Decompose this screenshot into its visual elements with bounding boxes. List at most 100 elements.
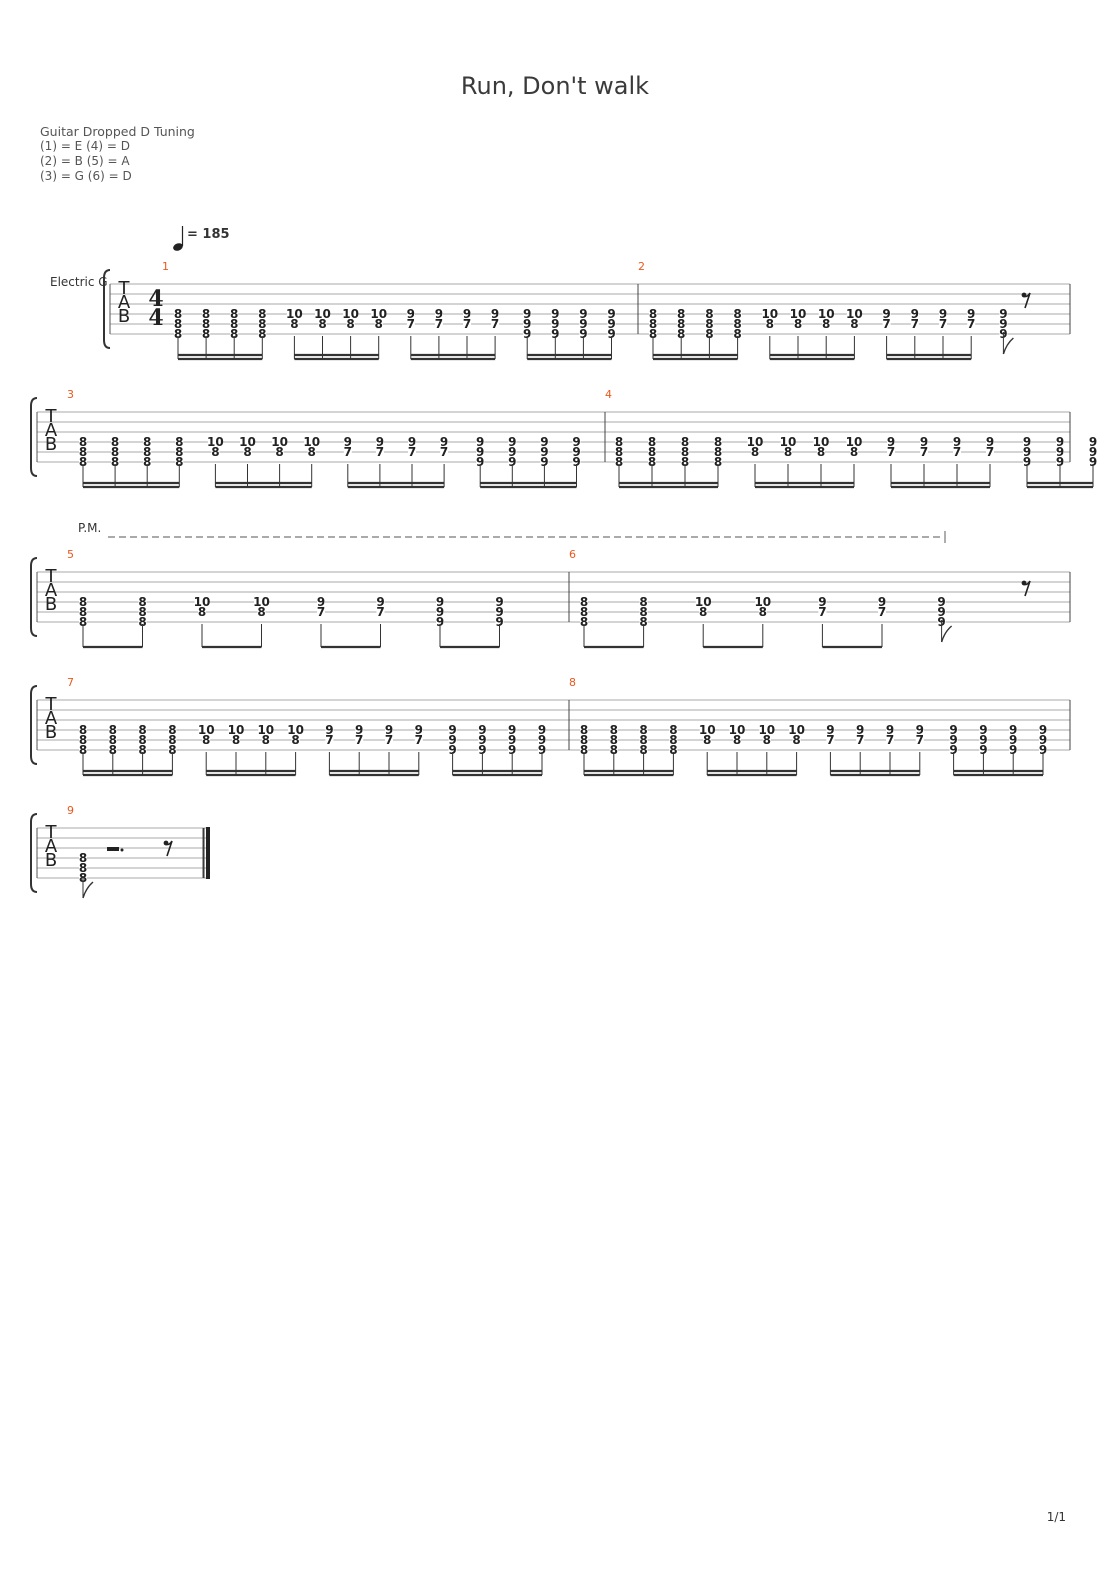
fret-number: 8 xyxy=(705,307,713,321)
fret-number: 7 xyxy=(325,733,333,747)
fret-number: 9 xyxy=(448,733,456,747)
fret-number: 8 xyxy=(615,445,623,459)
fret-number: 8 xyxy=(143,435,151,449)
fret-number: 8 xyxy=(766,317,774,331)
fret-number: 9 xyxy=(376,595,384,609)
tab-clef-letter: A xyxy=(45,580,58,601)
fret-number: 7 xyxy=(826,733,834,747)
fret-number: 8 xyxy=(850,445,858,459)
time-signature-digit: 4 xyxy=(148,305,163,331)
instrument-name: Electric G xyxy=(50,275,108,289)
final-barline xyxy=(206,827,210,879)
fret-number: 7 xyxy=(355,733,363,747)
fret-number: 9 xyxy=(1056,455,1064,469)
fret-number: 9 xyxy=(476,435,484,449)
eighth-rest-icon xyxy=(1021,580,1031,597)
fret-number: 9 xyxy=(317,595,325,609)
fret-number: 9 xyxy=(1039,733,1047,747)
fret-number: 9 xyxy=(476,445,484,459)
fret-number: 9 xyxy=(939,307,947,321)
fret-number: 8 xyxy=(138,615,146,629)
fret-number: 10 xyxy=(788,723,805,737)
quarter-note-icon xyxy=(173,243,183,251)
fret-number: 7 xyxy=(939,317,947,331)
fret-number: 8 xyxy=(143,455,151,469)
measure-number: 8 xyxy=(569,676,576,689)
fret-number: 8 xyxy=(109,723,117,737)
fret-number: 10 xyxy=(813,435,830,449)
fret-number: 10 xyxy=(314,307,331,321)
fret-number: 9 xyxy=(478,743,486,757)
fret-number: 8 xyxy=(817,445,825,459)
fret-number: 8 xyxy=(639,723,647,737)
fret-number: 8 xyxy=(291,733,299,747)
fret-number: 9 xyxy=(538,743,546,757)
fret-number: 9 xyxy=(355,723,363,737)
fret-number: 10 xyxy=(271,435,288,449)
fret-number: 8 xyxy=(669,723,677,737)
tab-clef-letter: B xyxy=(45,594,57,615)
fret-number: 9 xyxy=(1039,743,1047,757)
fret-number: 9 xyxy=(495,595,503,609)
fret-number: 9 xyxy=(523,307,531,321)
fret-number: 7 xyxy=(882,317,890,331)
fret-number: 8 xyxy=(258,317,266,331)
tuning-line-3: (3) = G (6) = D xyxy=(40,169,132,183)
fret-number: 9 xyxy=(579,327,587,341)
fret-number: 8 xyxy=(290,317,298,331)
tab-clef-letter: A xyxy=(45,836,58,857)
fret-number: 10 xyxy=(846,307,863,321)
fret-number: 8 xyxy=(109,733,117,747)
fret-number: 8 xyxy=(822,317,830,331)
fret-number: 9 xyxy=(540,435,548,449)
fret-number: 9 xyxy=(856,723,864,737)
fret-number: 9 xyxy=(508,733,516,747)
fret-number: 9 xyxy=(376,435,384,449)
fret-number: 7 xyxy=(916,733,924,747)
fret-number: 8 xyxy=(733,317,741,331)
fret-number: 8 xyxy=(705,327,713,341)
fret-number: 8 xyxy=(705,317,713,331)
fret-number: 7 xyxy=(953,445,961,459)
fret-number: 9 xyxy=(979,733,987,747)
palm-mute-label: P.M. xyxy=(78,521,101,535)
fret-number: 9 xyxy=(538,733,546,747)
fret-number: 9 xyxy=(916,723,924,737)
fret-number: 9 xyxy=(1089,455,1097,469)
fret-number: 10 xyxy=(239,435,256,449)
fret-number: 8 xyxy=(308,445,316,459)
fret-number: 10 xyxy=(303,435,320,449)
fret-number: 9 xyxy=(887,435,895,449)
page-number: 1/1 xyxy=(1046,1510,1066,1524)
fret-number: 8 xyxy=(751,445,759,459)
fret-number: 10 xyxy=(754,595,771,609)
fret-number: 8 xyxy=(733,327,741,341)
fret-number: 8 xyxy=(610,743,618,757)
fret-number: 9 xyxy=(878,595,886,609)
fret-number: 10 xyxy=(747,435,764,449)
fret-number: 9 xyxy=(407,307,415,321)
fret-number: 9 xyxy=(436,615,444,629)
fret-number: 7 xyxy=(967,317,975,331)
fret-number: 9 xyxy=(495,605,503,619)
fret-number: 10 xyxy=(790,307,807,321)
fret-number: 10 xyxy=(818,307,835,321)
fret-number: 9 xyxy=(508,743,516,757)
fret-number: 10 xyxy=(228,723,245,737)
system-bracket xyxy=(103,269,111,349)
fret-number: 9 xyxy=(572,435,580,449)
fret-number: 7 xyxy=(376,605,384,619)
note-flag xyxy=(82,881,94,899)
note-flag xyxy=(1002,337,1014,355)
fret-number: 10 xyxy=(286,307,303,321)
fret-number: 8 xyxy=(681,455,689,469)
fret-number: 8 xyxy=(677,317,685,331)
fret-number: 8 xyxy=(649,317,657,331)
fret-number: 8 xyxy=(138,743,146,757)
fret-number: 9 xyxy=(999,317,1007,331)
fret-number: 8 xyxy=(639,605,647,619)
fret-number: 9 xyxy=(325,723,333,737)
fret-number: 9 xyxy=(1089,435,1097,449)
fret-number: 9 xyxy=(911,307,919,321)
